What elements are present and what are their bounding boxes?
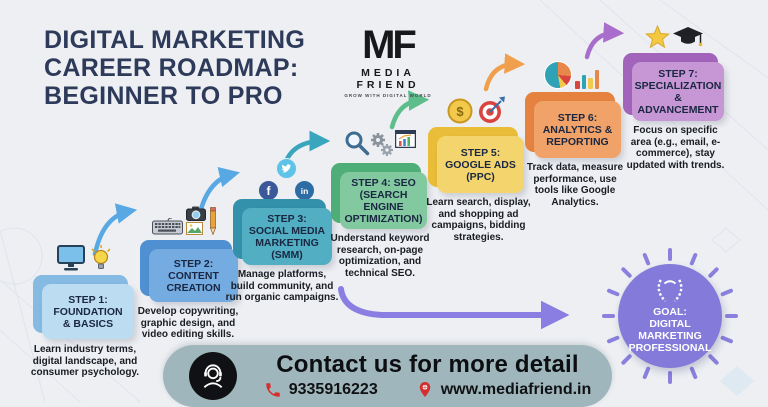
facebook-icon: f — [258, 180, 279, 201]
step-4-icons — [344, 130, 416, 157]
step-4-title: STEP 4: SEO (SEARCH ENGINE OPTIMIZATION) — [344, 176, 423, 225]
step-5-title: STEP 5: GOOGLE ADS (PPC) — [445, 146, 516, 183]
report-chart-icon — [395, 130, 416, 148]
magnifier-icon — [345, 131, 370, 156]
arrow-step4-step5 — [389, 90, 430, 130]
twitter-icon — [276, 158, 297, 179]
step-4-box: STEP 4: SEO (SEARCH ENGINE OPTIMIZATION) — [331, 163, 427, 229]
title-line-2: CAREER ROADMAP: — [44, 54, 299, 82]
contact-bar: Contact us for more detail 9335916223 ww… — [163, 345, 612, 407]
step-7-title: STEP 7: SPECIALIZATION & ADVANCEMENT — [634, 67, 722, 116]
step-3-box: STEP 3: SOCIAL MEDIA MARKETING (SMM) — [233, 199, 332, 265]
step-1-title: STEP 1: FOUNDATION & BASICS — [53, 293, 123, 330]
photo-icon — [186, 222, 203, 235]
location-pin-icon — [419, 382, 430, 397]
target-icon — [479, 96, 505, 123]
graduation-cap-icon — [673, 27, 703, 47]
title-line-3: BEGINNER TO PRO — [44, 82, 283, 110]
logo-monogram: MF — [362, 23, 417, 67]
title-line-1: DIGITAL MARKETING — [44, 26, 306, 54]
step-7-box: STEP 7: SPECIALIZATION & ADVANCEMENT — [623, 53, 724, 121]
dollar-coin-icon: $ — [447, 98, 473, 124]
step-5-icons: $ — [447, 96, 506, 124]
step-1-description: Learn industry terms, digital landscape,… — [30, 344, 140, 378]
step-2-title: STEP 2: CONTENT CREATION — [166, 257, 221, 294]
step-1-box: STEP 1: FOUNDATION & BASICS — [33, 275, 134, 339]
step-4-description: Understand keyword research, on-page opt… — [330, 233, 430, 279]
step-2-icons — [152, 206, 217, 235]
goal-label: GOAL: DIGITAL MARKETING PROFESSIONAL — [628, 306, 712, 354]
bar-chart-icon — [575, 65, 599, 89]
step-7-description: Focus on specific area (e.g., email, e-c… — [626, 125, 725, 171]
goal-badge: GOAL: DIGITAL MARKETING PROFESSIONAL — [618, 264, 722, 368]
laurel-wreath-icon — [657, 279, 683, 303]
desktop-monitor-icon — [57, 245, 85, 271]
step-6-title: STEP 6: ANALYTICS & REPORTING — [542, 111, 613, 148]
pencil-icon — [209, 207, 217, 235]
svg-text:$: $ — [456, 104, 464, 119]
step-3-description: Manage platforms, build community, and r… — [225, 269, 339, 303]
step-6-description: Track data, measure performance, use too… — [526, 162, 624, 208]
contact-phone: 9335916223 — [288, 380, 378, 398]
arrow-to-goal — [338, 286, 570, 330]
lightbulb-icon — [91, 245, 111, 269]
linkedin-icon: in — [294, 180, 315, 201]
support-agent-icon — [189, 352, 237, 400]
brand-logo: MF MEDIA FRIEND GROW WITH DIGITAL WORLD — [338, 24, 438, 98]
goal-rays — [602, 248, 738, 384]
step-6-box: STEP 6: ANALYTICS & REPORTING — [525, 92, 621, 158]
arrow-step1-step2 — [92, 203, 138, 257]
logo-tagline: GROW WITH DIGITAL WORLD — [344, 93, 432, 98]
arrow-step5-step6 — [483, 53, 526, 92]
pie-chart-icon — [544, 61, 572, 89]
star-icon — [645, 25, 670, 49]
step-2-box: STEP 2: CONTENT CREATION — [140, 240, 238, 302]
step-7-icons — [645, 25, 704, 49]
step-3-icons: f in — [258, 158, 315, 201]
arrow-step6-step7 — [584, 22, 625, 60]
logo-name: MEDIA FRIEND — [356, 67, 420, 91]
step-2-description: Develop copywriting, graphic design, and… — [137, 306, 239, 340]
step-5-box: STEP 5: GOOGLE ADS (PPC) — [428, 127, 524, 193]
gears-icon — [371, 133, 393, 156]
step-1-icons — [57, 245, 112, 272]
keyboard-icon — [152, 218, 183, 235]
step-3-title: STEP 3: SOCIAL MEDIA MARKETING (SMM) — [248, 212, 326, 261]
camera-icon — [186, 206, 206, 221]
contact-website: www.mediafriend.in — [440, 380, 592, 398]
step-6-icons — [544, 61, 599, 89]
step-5-description: Learn search, display, and shopping ad c… — [426, 197, 531, 243]
contact-heading: Contact us for more detail — [276, 351, 579, 378]
phone-icon — [265, 382, 280, 397]
page-title: DIGITAL MARKETING CAREER ROADMAP: BEGINN… — [44, 26, 305, 110]
